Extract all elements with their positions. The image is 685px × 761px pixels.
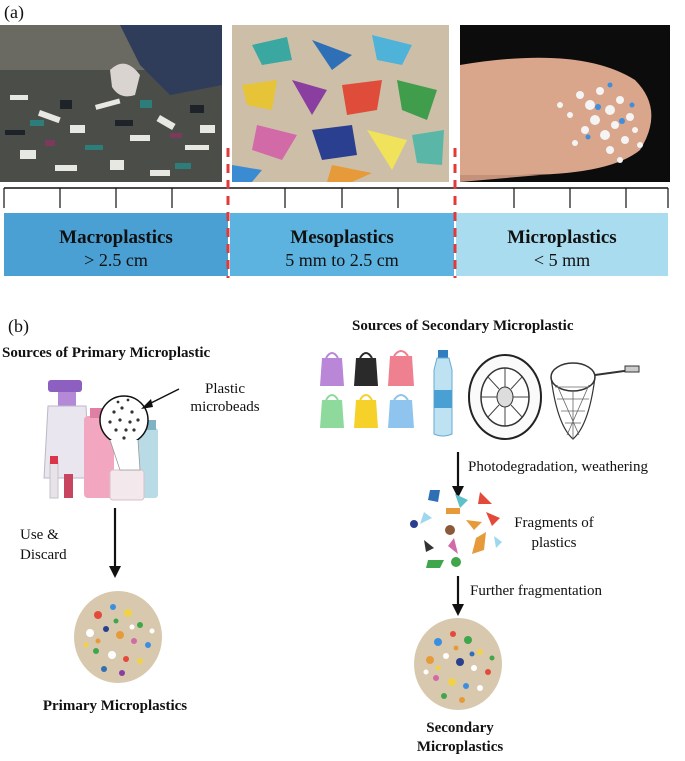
category-dividers bbox=[226, 148, 457, 278]
macroplastics-box: Macroplastics > 2.5 cm bbox=[4, 213, 228, 276]
panel-a-label: (a) bbox=[4, 2, 24, 22]
photodegradation-arrow bbox=[452, 452, 464, 498]
use-discard-label: Use & Discard bbox=[20, 527, 67, 563]
mesoplastics-photo bbox=[232, 25, 449, 182]
macroplastics-range: > 2.5 cm bbox=[84, 250, 148, 270]
further-fragmentation-label: Further fragmentation bbox=[470, 583, 603, 599]
secondary-microplastics-label: Secondary Microplastics bbox=[416, 720, 504, 755]
photodegradation-label: Photodegradation, weathering bbox=[468, 459, 648, 475]
microplastics-range: < 5 mm bbox=[533, 250, 591, 270]
cosmetics-products-illustration bbox=[43, 380, 158, 501]
plastic-bag-icon bbox=[320, 352, 344, 386]
lipstick-icon bbox=[50, 456, 58, 464]
macroplastics-name: Macroplastics bbox=[59, 227, 173, 248]
plastic-bottle-icon bbox=[433, 350, 453, 437]
fishing-net-icon bbox=[550, 362, 640, 440]
panel-b-label: (b) bbox=[8, 316, 29, 336]
jar-icon bbox=[109, 469, 145, 501]
size-scale-ruler bbox=[3, 187, 669, 208]
plastic-bags-illustration bbox=[320, 350, 414, 428]
mesoplastics-box: Mesoplastics 5 mm to 2.5 cm bbox=[230, 213, 454, 276]
primary-sources-title: Sources of Primary Microplastic bbox=[2, 345, 211, 361]
microplastics-name: Microplastics bbox=[507, 227, 617, 248]
secondary-sources-title: Sources of Secondary Microplastic bbox=[352, 318, 574, 334]
use-discard-arrow bbox=[109, 508, 121, 578]
spray-bottle-icon bbox=[48, 380, 82, 392]
microbeads-pointer-arrow bbox=[141, 388, 180, 409]
primary-microplastics-label: Primary Microplastics bbox=[42, 698, 188, 714]
tire-icon bbox=[468, 354, 542, 440]
microplastics-photo bbox=[460, 25, 670, 182]
mesoplastics-range: 5 mm to 2.5 cm bbox=[285, 250, 399, 270]
macroplastics-photo bbox=[0, 25, 222, 182]
secondary-microplastics-pile-image bbox=[414, 618, 502, 710]
fragments-label: Fragments of plastics bbox=[514, 515, 594, 551]
mesoplastics-name: Mesoplastics bbox=[290, 227, 394, 248]
microplastics-box: Microplastics < 5 mm bbox=[456, 213, 668, 276]
primary-microplastics-pile-image bbox=[74, 591, 162, 683]
further-fragmentation-arrow bbox=[452, 576, 464, 616]
plastic-microbeads-label: Plastic microbeads bbox=[190, 381, 260, 415]
plastic-fragments-illustration bbox=[410, 490, 502, 568]
